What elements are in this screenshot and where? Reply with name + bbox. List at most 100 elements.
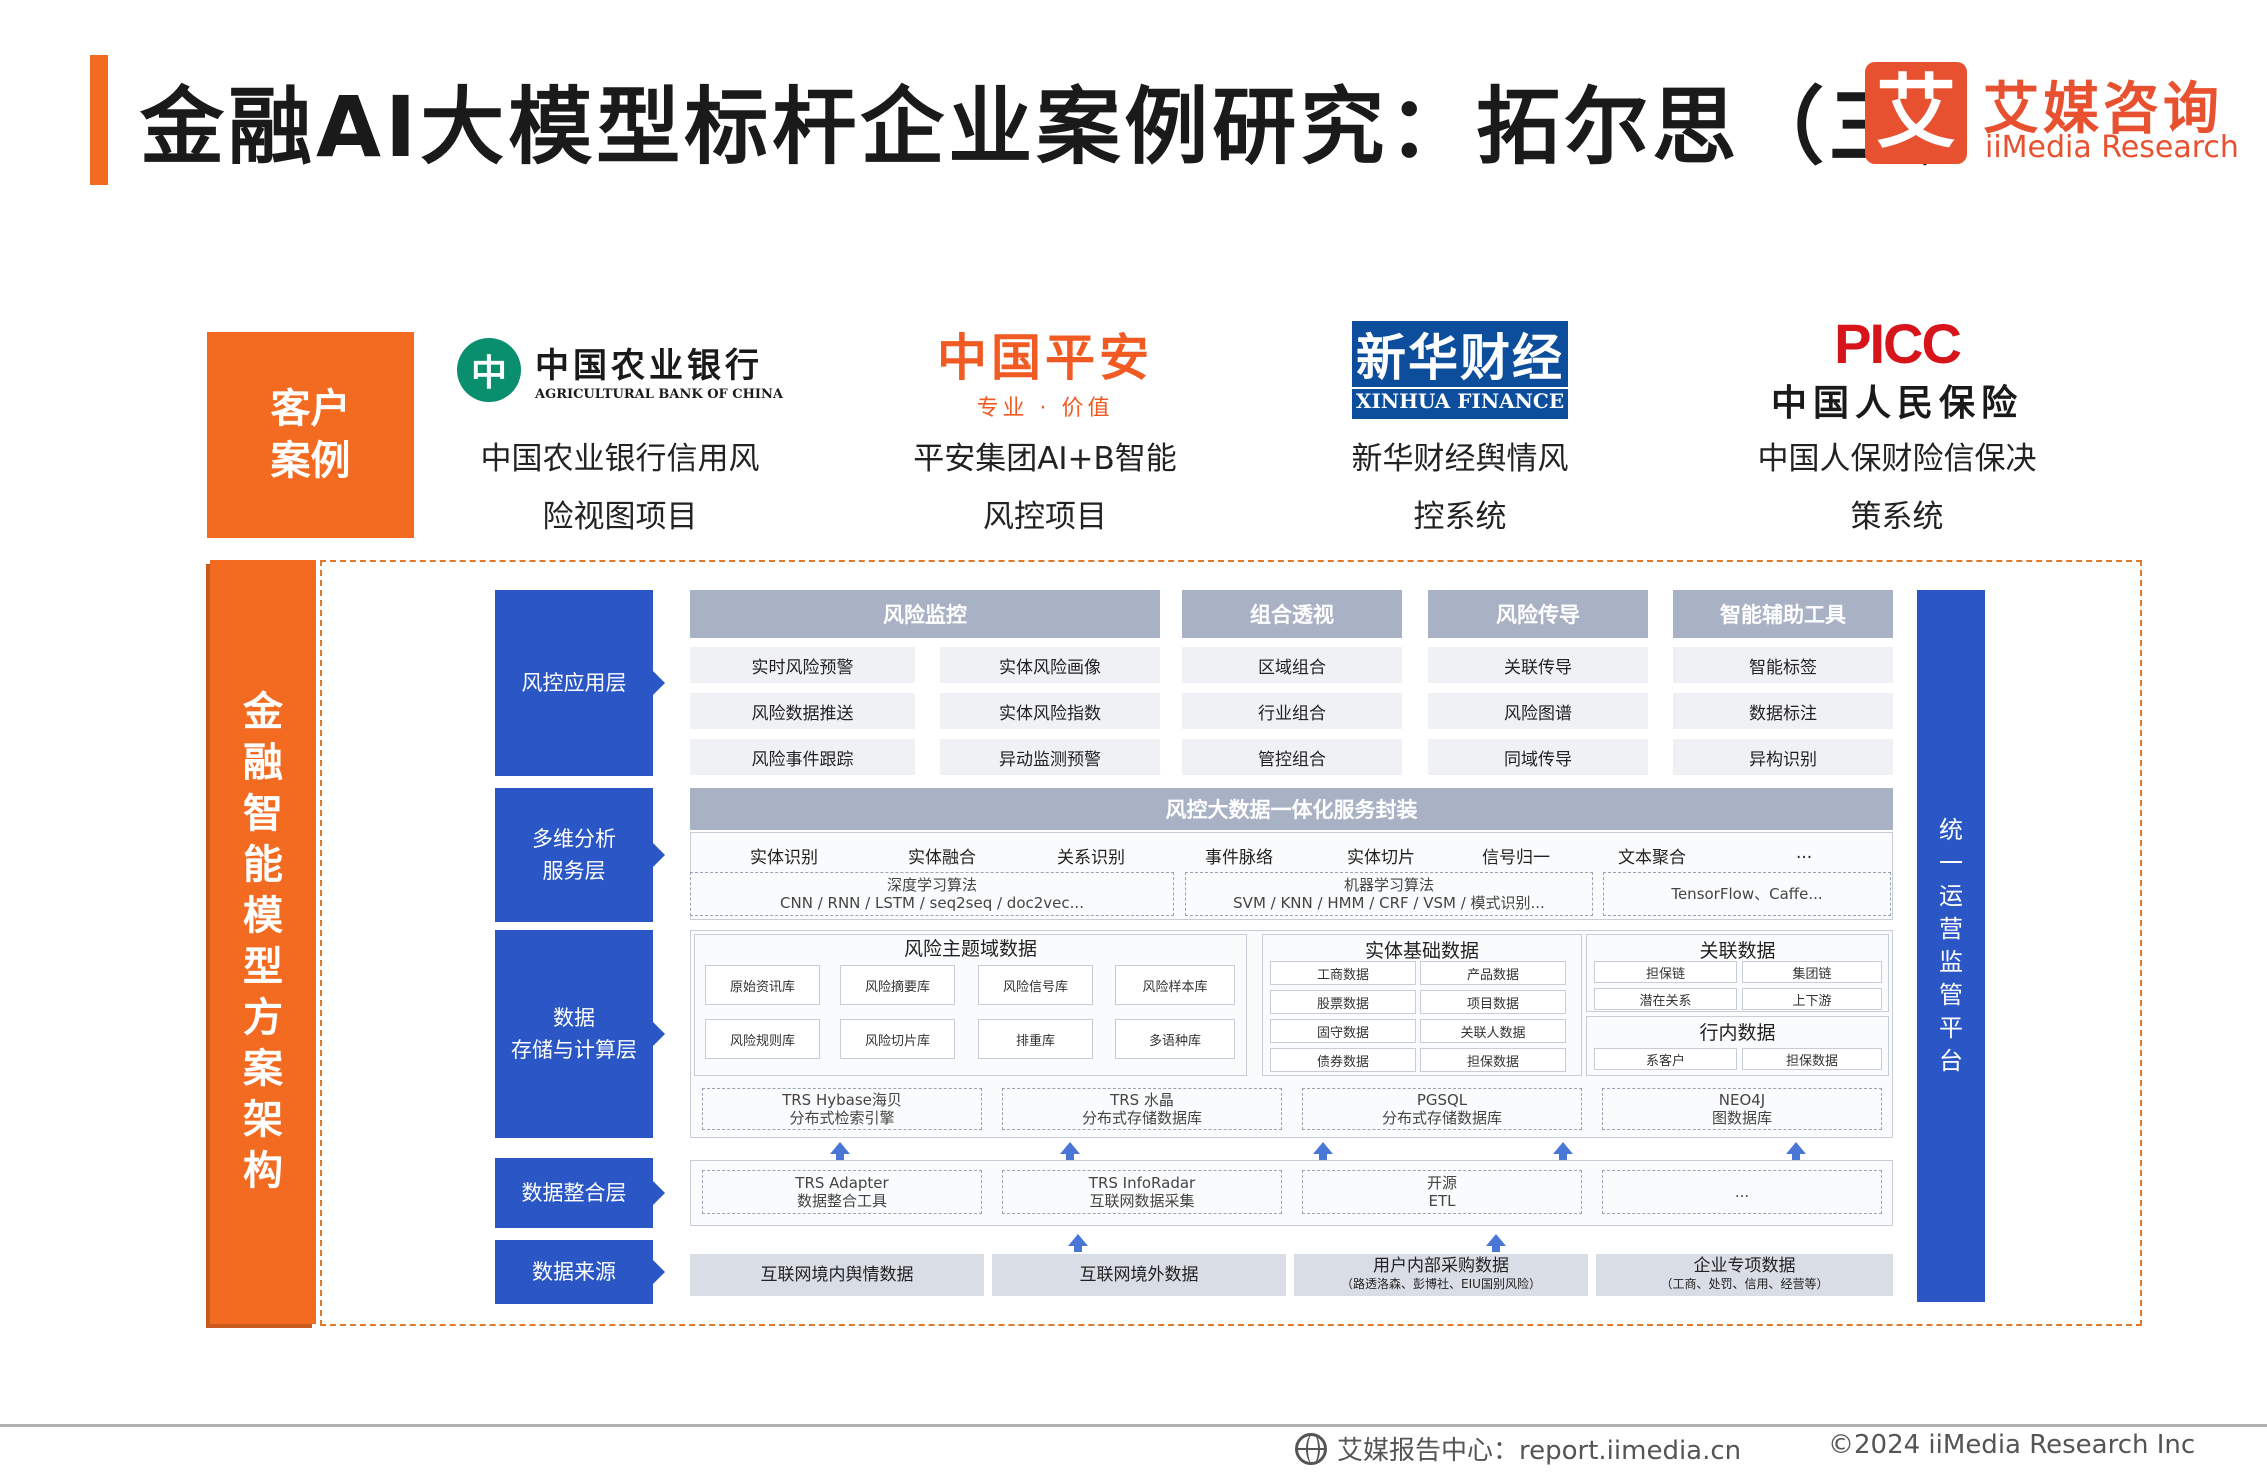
risk-topic-item: 风险样本库 — [1115, 965, 1235, 1005]
internal-item: 系客户 — [1594, 1048, 1737, 1070]
layer-label-source: 数据来源 — [495, 1240, 665, 1304]
related-item: 上下游 — [1742, 988, 1882, 1010]
analysis-item: 实体切片 — [1347, 848, 1415, 868]
case-pingan: 中国平安 专业 · 价值 平安集团AI+B智能风控项目 — [845, 310, 1245, 546]
header-transmission: 风险传导 — [1428, 590, 1648, 638]
risk-topic-title: 风险主题域数据 — [903, 938, 1037, 960]
case-description: 平安集团AI+B智能风控项目 — [913, 441, 1177, 535]
title-accent-bar — [90, 55, 108, 185]
risk-topic-item: 排重库 — [978, 1019, 1093, 1059]
iimedia-logo-cn: 艾媒咨询 — [1983, 77, 2223, 142]
analysis-item: 事件脉络 — [1205, 848, 1273, 868]
source-cell: 企业专项数据（工商、处罚、信用、经营等） — [1596, 1254, 1893, 1296]
source-cell: 互联网境内舆情数据 — [690, 1254, 984, 1296]
arrow-up-icon — [1486, 1234, 1506, 1252]
related-item: 担保链 — [1594, 961, 1737, 983]
cell-app: 异动监测预警 — [940, 739, 1160, 775]
iimedia-logo-en: iiMedia Research — [1985, 130, 2239, 165]
case-picc: PICC 中国人民保险 中国人保财险信保决策系统 — [1697, 310, 2097, 546]
arrow-up-icon — [1553, 1142, 1573, 1160]
source-cell: 互联网境外数据 — [992, 1254, 1286, 1296]
analysis-item: 实体识别 — [750, 848, 818, 868]
arrow-up-icon — [1313, 1142, 1333, 1160]
unified-platform-bar: 统一运营监管平台 — [1917, 590, 1985, 1302]
engine-hybase: TRS Hybase海贝分布式检索引擎 — [702, 1088, 982, 1130]
globe-icon — [1295, 1432, 1327, 1465]
analysis-item: 关系识别 — [1057, 848, 1125, 868]
cell-app: 同域传导 — [1428, 739, 1648, 775]
footer-copyright: ©2024 iiMedia Research Inc — [1828, 1430, 2196, 1460]
cell-app: 智能标签 — [1673, 647, 1893, 683]
abc-logo-icon: 中 — [457, 338, 522, 402]
header-risk-monitor: 风险监控 — [690, 590, 1160, 638]
client-case-label: 客户 案例 — [207, 332, 414, 538]
entity-base-item: 关联人数据 — [1420, 1019, 1566, 1043]
header-analysis: 风控大数据一体化服务封装 — [690, 788, 1893, 830]
cell-app: 异构识别 — [1673, 739, 1893, 775]
arrow-up-icon — [1786, 1142, 1806, 1160]
risk-topic-item: 风险信号库 — [978, 965, 1093, 1005]
header-portfolio: 组合透视 — [1182, 590, 1402, 638]
risk-topic-item: 风险摘要库 — [840, 965, 955, 1005]
architecture-label: 金融智能模型方案架构 — [210, 560, 316, 1324]
related-title: 关联数据 — [1699, 940, 1776, 962]
footer-divider — [0, 1424, 2267, 1427]
footer-source: 艾媒报告中心：report.iimedia.cn — [1295, 1430, 1741, 1467]
layer-label-integration: 数据整合层 — [495, 1158, 665, 1228]
internal-title: 行内数据 — [1699, 1022, 1776, 1044]
header-tools: 智能辅助工具 — [1673, 590, 1893, 638]
cell-app: 行业组合 — [1182, 693, 1402, 729]
cell-app: 实体风险画像 — [940, 647, 1160, 683]
case-description: 新华财经舆情风控系统 — [1351, 441, 1569, 535]
cell-app: 数据标注 — [1673, 693, 1893, 729]
entity-base-item: 担保数据 — [1420, 1048, 1566, 1072]
cell-app: 实时风险预警 — [690, 647, 915, 683]
case-abc: 中 中国农业银行 AGRICULTURAL BANK OF CHINA 中国农业… — [420, 310, 820, 546]
layer-label-storage: 数据存储与计算层 — [495, 930, 665, 1138]
entity-base-item: 产品数据 — [1420, 961, 1566, 985]
integration-tool: ... — [1602, 1170, 1882, 1214]
analysis-item: 文本聚合 — [1618, 848, 1686, 868]
cell-app: 风险图谱 — [1428, 693, 1648, 729]
cell-app: 管控组合 — [1182, 739, 1402, 775]
source-cell: 用户内部采购数据（路透洛森、彭博社、EIU国别风险） — [1294, 1254, 1588, 1296]
entity-base-title: 实体基础数据 — [1364, 940, 1479, 962]
risk-topic-item: 风险切片库 — [840, 1019, 955, 1059]
cell-app: 区域组合 — [1182, 647, 1402, 683]
cell-app: 风险事件跟踪 — [690, 739, 915, 775]
cell-app: 风险数据推送 — [690, 693, 915, 729]
analysis-item: ... — [1796, 843, 1813, 863]
case-xinhua: 新华财经 XINHUA FINANCE 新华财经舆情风控系统 — [1260, 310, 1660, 546]
case-description: 中国农业银行信用风险视图项目 — [480, 441, 760, 535]
entity-base-item: 股票数据 — [1270, 990, 1416, 1014]
entity-base-item: 债券数据 — [1270, 1048, 1416, 1072]
iimedia-logo-icon: 艾 — [1865, 62, 1967, 164]
picc-logo: PICC 中国人民保险 — [1770, 312, 2023, 425]
cell-app: 实体风险指数 — [940, 693, 1160, 729]
pingan-logo: 中国平安 专业 · 价值 — [937, 329, 1153, 421]
case-description: 中国人保财险信保决策系统 — [1757, 441, 2037, 535]
layer-label-analysis: 多维分析服务层 — [495, 788, 665, 922]
iimedia-logo: 艾 艾媒咨询 iiMedia Research — [1865, 62, 2239, 172]
analysis-item: 信号归一 — [1482, 848, 1550, 868]
arrow-up-icon — [1060, 1142, 1080, 1160]
cell-app: 关联传导 — [1428, 647, 1648, 683]
arrow-up-icon — [830, 1142, 850, 1160]
algo-box-frameworks: TensorFlow、Caffe... — [1603, 872, 1891, 916]
abc-logo: 中 中国农业银行 AGRICULTURAL BANK OF CHINA — [420, 310, 820, 430]
engine-crystal: TRS 水晶分布式存储数据库 — [1002, 1088, 1282, 1130]
related-item: 潜在关系 — [1594, 988, 1737, 1010]
entity-base-item: 项目数据 — [1420, 990, 1566, 1014]
risk-topic-item: 原始资讯库 — [705, 965, 820, 1005]
architecture-frame — [320, 560, 2142, 1326]
entity-base-item: 固守数据 — [1270, 1019, 1416, 1043]
risk-topic-item: 风险规则库 — [705, 1019, 820, 1059]
internal-item: 担保数据 — [1742, 1048, 1882, 1070]
page-title: 金融AI大模型标杆企业案例研究：拓尔思（三） — [140, 78, 2005, 176]
